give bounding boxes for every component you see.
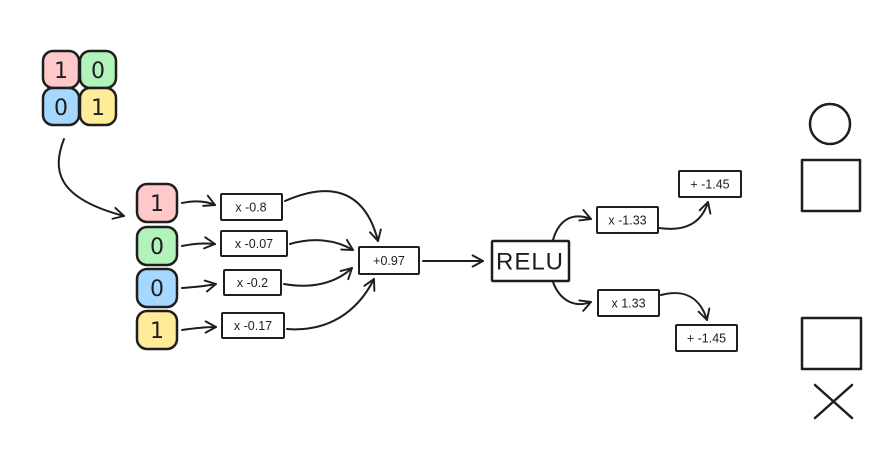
output-top-bias-box	[678, 170, 742, 198]
weight-box	[220, 193, 283, 221]
weight-label: x -0.17	[234, 319, 272, 333]
input-column: 1 0 0 1	[135, 182, 179, 351]
input-grid-cell-value: 0	[54, 96, 68, 121]
arrow-input-to-weight-4	[181, 320, 217, 334]
bias-sum-label: +0.97	[373, 254, 405, 268]
input-column-cell-value: 1	[150, 192, 164, 217]
bias-sum-box	[358, 246, 420, 275]
weight-node-4: x -0.17	[221, 312, 285, 339]
output-top-weight-box	[596, 206, 659, 234]
bias-sum-node: +0.97	[358, 246, 420, 275]
arrow-input-to-weight-3	[181, 279, 217, 293]
arrow-weight-1-to-sum	[284, 190, 382, 242]
legend-cross-icon	[813, 383, 854, 420]
input-column-cell	[135, 267, 179, 309]
input-grid-cell-value: 1	[54, 59, 68, 84]
arrow-top-weight-to-bias	[658, 201, 712, 230]
weight-node-1: x -0.8	[220, 193, 283, 221]
weight-box	[223, 269, 282, 296]
relu-label: RELU	[496, 249, 564, 276]
output-top-bias-node: + -1.45	[678, 170, 742, 198]
arrow-relu-to-top-weight	[552, 209, 592, 241]
weight-label: x -0.8	[235, 201, 266, 215]
input-grid-cell	[78, 86, 118, 127]
output-bottom-weight-box	[597, 289, 660, 317]
input-column-cell	[135, 225, 179, 267]
input-grid: 1 0 0 1	[41, 49, 118, 127]
input-column-cell	[135, 309, 179, 351]
weight-box	[220, 230, 288, 257]
weight-label: x -0.2	[237, 276, 268, 290]
arrow-input-to-weight-2	[181, 236, 216, 250]
weight-label: x -0.07	[235, 237, 273, 251]
arrow-bottom-weight-to-bias	[660, 292, 711, 321]
input-grid-cell-value: 1	[91, 96, 105, 121]
arrow-weight-4-to-sum	[286, 278, 376, 331]
relu-box	[490, 239, 571, 283]
output-top-bias-label: + -1.45	[690, 178, 729, 192]
arrow-weight-2-to-sum	[289, 238, 354, 251]
output-bottom-bias-box	[675, 324, 738, 352]
arrow-relu-to-bottom-weight	[552, 281, 592, 312]
weight-node-3: x -0.2	[223, 269, 282, 296]
legend-square-top-icon	[800, 158, 862, 213]
input-column-cell-value: 1	[150, 319, 164, 344]
relu-node: RELU	[490, 239, 571, 283]
output-top-weight-label: x -1.33	[608, 214, 646, 228]
input-column-cell-value: 0	[150, 277, 164, 302]
output-bottom-weight-node: x 1.33	[597, 289, 660, 317]
input-column-cell	[135, 182, 179, 224]
arrow-weight-3-to-sum	[283, 267, 353, 287]
weight-box	[221, 312, 285, 339]
input-column-cell-value: 0	[150, 235, 164, 260]
input-grid-cell-value: 0	[91, 59, 105, 84]
legend-circle-icon	[808, 102, 852, 146]
output-bottom-weight-label: x 1.33	[611, 297, 645, 311]
output-bottom-bias-node: + -1.45	[675, 324, 738, 352]
arrow-grid-to-inputs	[57, 138, 125, 220]
output-top-weight-node: x -1.33	[596, 206, 659, 234]
legend-square-bottom-icon	[800, 316, 863, 371]
arrow-input-to-weight-1	[181, 194, 216, 207]
output-bottom-bias-label: + -1.45	[687, 332, 726, 346]
weight-node-2: x -0.07	[220, 230, 288, 257]
